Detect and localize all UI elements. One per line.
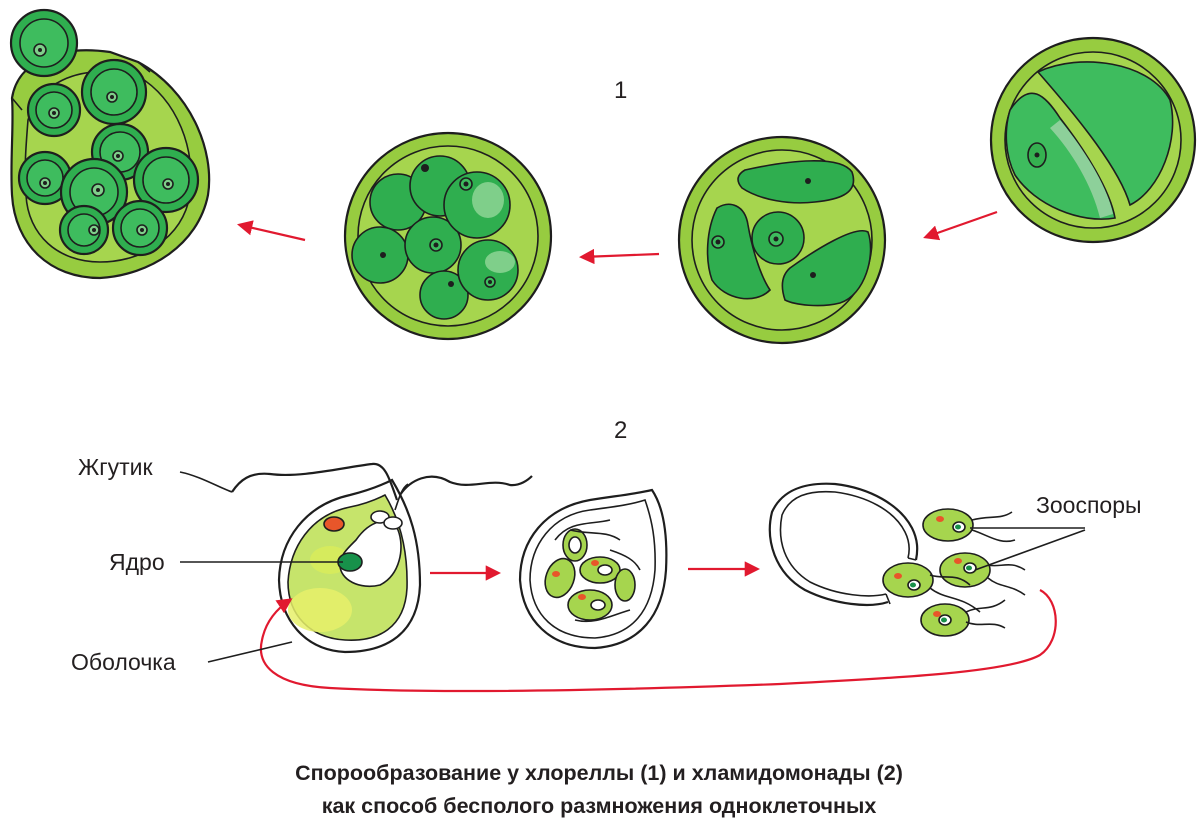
arrow-2 (578, 248, 660, 265)
zoospore-inside (567, 589, 613, 621)
arrow-1 (923, 210, 998, 241)
empty-cell-wall (768, 482, 919, 606)
autospore (17, 150, 73, 206)
zoospore-inside (614, 568, 636, 602)
label-nucleus: Ядро (109, 549, 165, 575)
zoospore-free (939, 552, 1026, 596)
chlamydomonas-cell (231, 462, 533, 654)
zoospore-free (920, 599, 1006, 637)
cycle-arrow (259, 589, 1057, 693)
row-number-1: 1 (614, 77, 627, 104)
leader-zoospores-2 (974, 529, 1086, 571)
label-membrane: Оболочка (71, 649, 176, 675)
leader-flagellum (179, 471, 233, 493)
autospore (132, 146, 200, 214)
label-flagellum: Жгутик (78, 454, 154, 480)
row-number-2: 2 (614, 417, 627, 444)
leader-membrane (207, 641, 293, 663)
chlorella-dividing-cell (677, 135, 887, 345)
autospore (26, 82, 82, 138)
chlorella-released-autospores (9, 8, 211, 280)
autospore (9, 8, 79, 78)
caption-line-1: Спорообразование у хлореллы (1) и хламид… (295, 761, 903, 785)
autospore (80, 58, 148, 126)
autospore (58, 204, 110, 256)
chlorella-autospores-cell (343, 131, 553, 341)
caption-line-2: как способ бесполого размножения однокле… (322, 794, 877, 818)
flagellum-1 (231, 462, 399, 501)
zoospore-inside (579, 556, 621, 584)
chlamydomonas-zoosporangium (518, 488, 668, 650)
arrow-3 (236, 220, 306, 242)
zoospore-inside (562, 528, 588, 562)
zoospore-inside (544, 557, 576, 599)
chlorella-mother-cell (989, 36, 1197, 244)
flagellum-2 (399, 475, 533, 496)
label-zoospores: Зооспоры (1036, 492, 1142, 518)
zoospore-free (922, 508, 1016, 543)
zoospore-free (882, 562, 981, 613)
autospore (111, 199, 169, 257)
